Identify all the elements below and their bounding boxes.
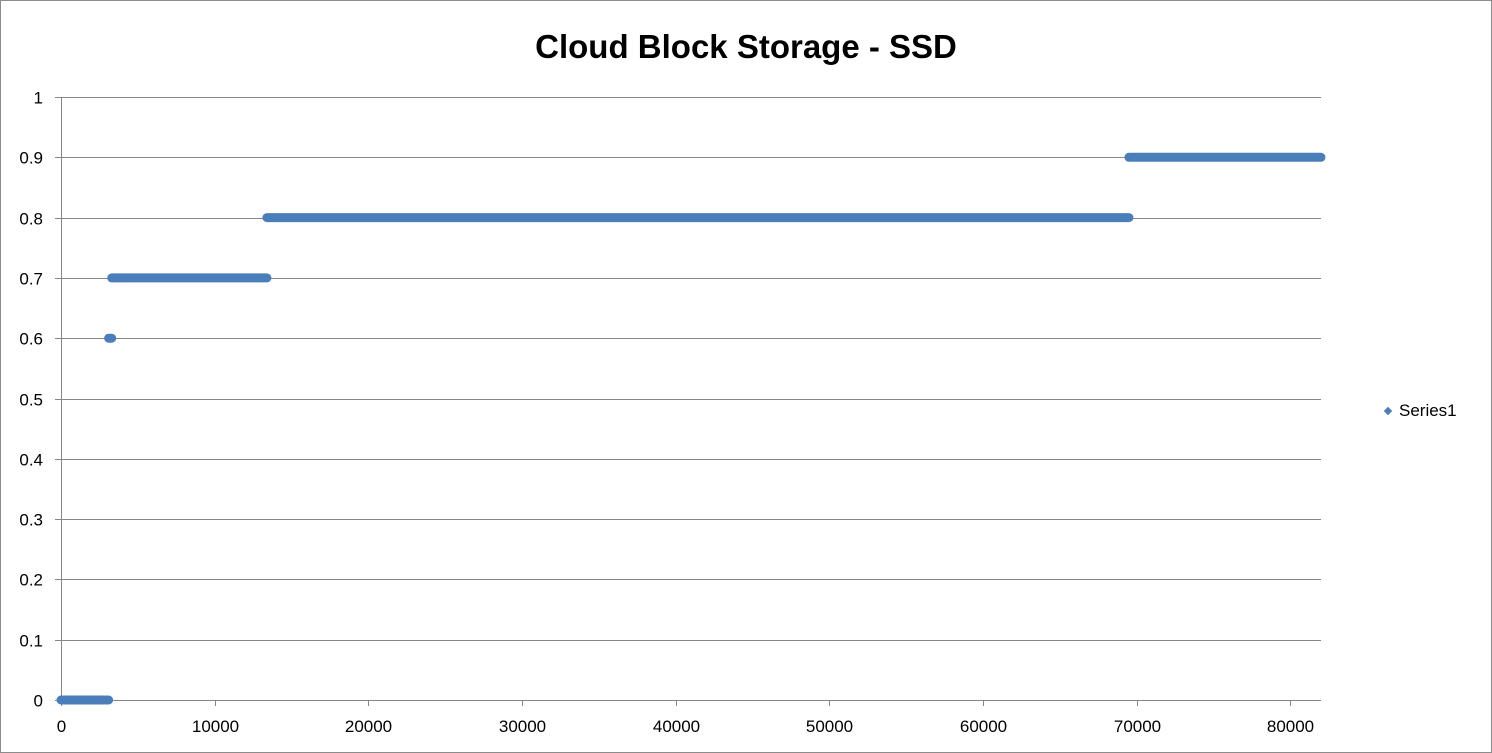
- axis-layer: 0 0.1 0.2 0.3 0.4 0.5 0.6 0.7 0.8 0.9 1 0 10000 20000…: [19, 89, 1321, 736]
- y-tick-label: 0.1: [19, 632, 43, 651]
- y-tick-label: 0.5: [19, 391, 43, 410]
- legend: Series1: [1383, 400, 1457, 422]
- y-tick-label: 0: [34, 692, 43, 711]
- y-tick-label: 0.2: [19, 571, 43, 590]
- x-tick-label: 40000: [653, 717, 700, 736]
- x-tick-label: 0: [57, 717, 66, 736]
- y-tick-label: 0.7: [19, 270, 43, 289]
- x-tick-label: 20000: [345, 717, 392, 736]
- x-tick-label: 70000: [1114, 717, 1161, 736]
- series-layer: [56, 152, 1326, 705]
- x-tick-label: 60000: [960, 717, 1007, 736]
- y-tick-label: 1: [34, 89, 43, 108]
- y-tick-label: 0.6: [19, 330, 43, 349]
- y-tick-label: 0.9: [19, 149, 43, 168]
- chart-title: Cloud Block Storage - SSD: [535, 28, 957, 65]
- x-tick-label: 10000: [192, 717, 239, 736]
- legend-label: Series1: [1399, 401, 1457, 420]
- legend-marker-icon: [1383, 406, 1393, 416]
- y-tick-label: 0.4: [19, 451, 43, 470]
- grid-layer: [61, 97, 1321, 701]
- x-tick-label: 50000: [806, 717, 853, 736]
- x-tick-label: 30000: [499, 717, 546, 736]
- x-tick-label: 80000: [1267, 717, 1314, 736]
- y-tick-label: 0.8: [19, 210, 43, 229]
- y-tick-label: 0.3: [19, 511, 43, 530]
